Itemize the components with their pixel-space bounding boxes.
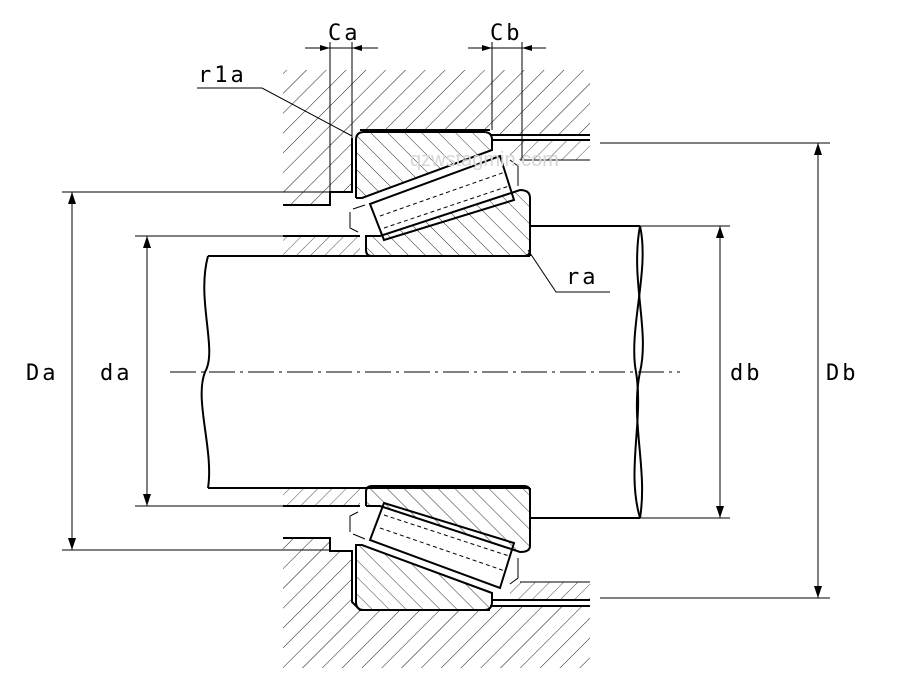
shaft-shoulder xyxy=(283,235,360,507)
label-Db: Db xyxy=(826,361,859,386)
dimension-Da xyxy=(62,191,330,551)
abutment-ring-bottom xyxy=(492,581,830,601)
dimension-Db xyxy=(814,143,822,598)
watermark-text: qzwstagmin.com xyxy=(410,149,559,171)
abutment-ring-top xyxy=(492,139,830,161)
roller-top xyxy=(368,154,516,242)
outer-ring-bottom xyxy=(355,544,493,611)
leader-r1a xyxy=(197,87,353,137)
outer-ring-top xyxy=(355,131,493,199)
label-r1a: r1a xyxy=(198,63,247,88)
dimension-Cb xyxy=(468,42,546,160)
leader-ra xyxy=(527,249,610,293)
dimension-Ca xyxy=(305,42,378,192)
label-ra: ra xyxy=(566,265,599,290)
dimension-db xyxy=(640,225,730,519)
roller-bottom xyxy=(368,501,516,590)
inner-ring-bottom xyxy=(365,485,531,554)
dimension-da xyxy=(135,235,283,507)
label-Da: Da xyxy=(26,361,59,386)
label-da: da xyxy=(100,361,133,386)
cage xyxy=(349,159,519,585)
label-cb: Cb xyxy=(490,21,523,46)
label-db: db xyxy=(730,361,763,386)
label-ca: Ca xyxy=(328,21,361,46)
inner-ring-top xyxy=(365,188,531,257)
